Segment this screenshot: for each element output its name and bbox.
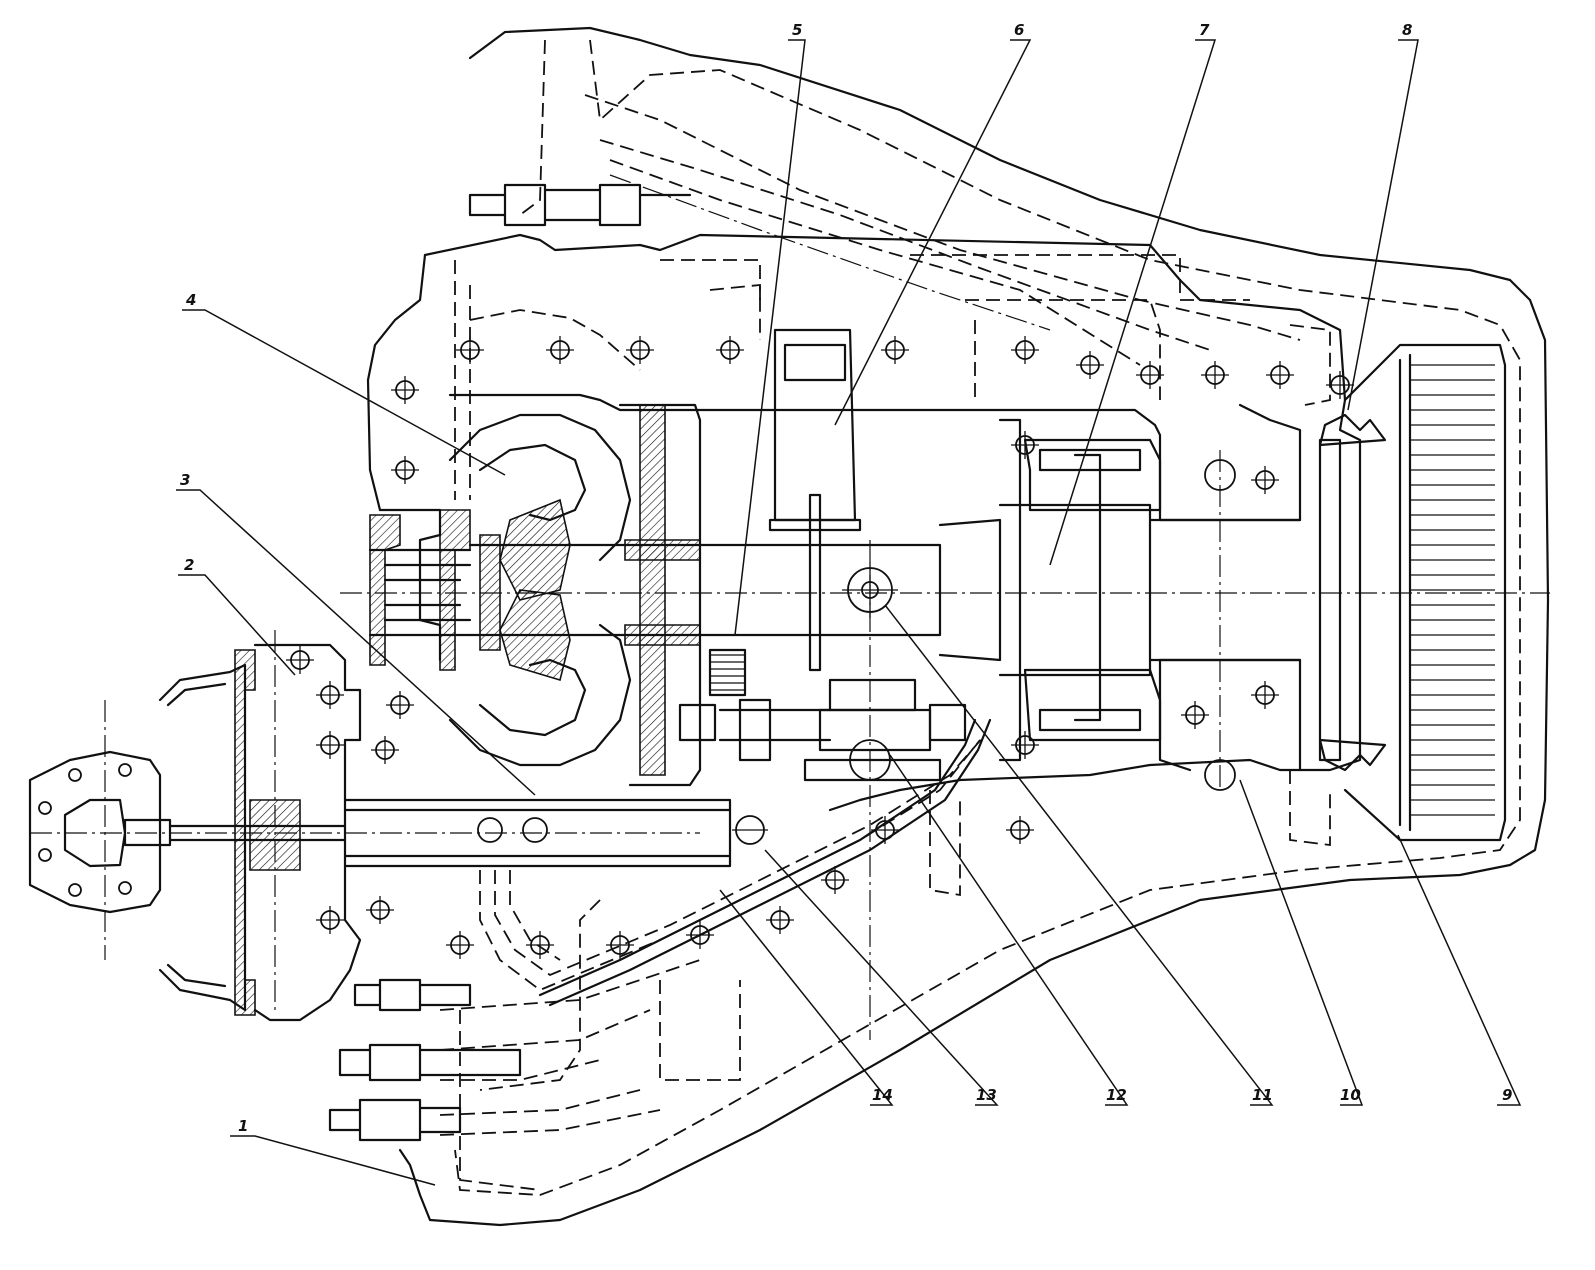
pump-unit [678,648,967,782]
callout-4: 4 [185,291,196,309]
fittings [328,183,692,1142]
callout-10: 10 [1340,1086,1361,1104]
oil-lines [439,718,992,1136]
callout-5: 5 [792,21,802,39]
mounting-bolts [286,336,1354,959]
bearing-block [998,418,1162,762]
callout-9: 9 [1502,1086,1512,1104]
gearbox-bracket [768,328,862,672]
callout-3: 3 [180,471,190,489]
volute-compressor [448,309,641,767]
main-body [366,233,1362,1191]
callout-2: 2 [184,556,194,574]
starter-assembly [28,643,732,1022]
hook-eye-bolts [38,763,132,897]
callout-14: 14 [872,1086,893,1104]
main-shaft [468,453,1302,722]
inlet-casing [368,509,501,671]
callout-7: 7 [1199,21,1210,39]
callout-8: 8 [1402,21,1412,39]
leader-lines [176,39,1522,1186]
callout-12: 12 [1106,1086,1127,1104]
callout-13: 13 [976,1086,997,1104]
callout-labels: 1 2 3 4 5 6 7 8 9 10 11 12 13 14 [180,21,1512,1135]
front-fan [1318,343,1507,842]
callout-6: 6 [1014,21,1024,39]
callout-11: 11 [1252,1086,1273,1104]
turbine-wheel [618,403,702,787]
callout-1: 1 [238,1117,248,1135]
outer-housing-contour [398,26,1550,1227]
